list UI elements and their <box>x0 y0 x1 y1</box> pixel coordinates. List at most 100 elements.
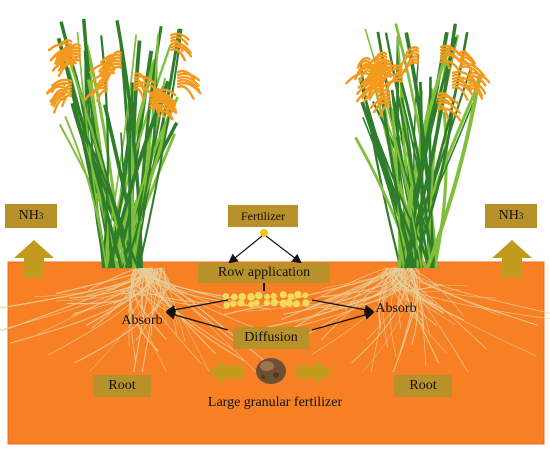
rice-panicle <box>372 101 391 114</box>
root-strand <box>276 267 414 332</box>
diffusion-right-arrow <box>296 360 332 384</box>
rice-panicle <box>400 52 420 66</box>
root-strand <box>405 267 424 322</box>
root-strand <box>392 267 418 373</box>
fertilizer-granule <box>294 291 302 298</box>
root-strand <box>406 267 421 333</box>
root-strand <box>125 267 158 324</box>
rice-panicle <box>96 89 109 103</box>
rice-panicle <box>170 32 190 41</box>
root-strand <box>390 267 469 373</box>
rice-panicle <box>98 59 122 73</box>
fertilizer-granule <box>263 299 270 307</box>
root-strand <box>48 267 149 356</box>
root-strand <box>69 267 142 299</box>
absorb-right-arrow-lower <box>311 310 375 331</box>
rice-panicle <box>133 84 154 97</box>
soil-layer <box>7 261 545 445</box>
absorb-right-label: Absorb <box>375 301 417 316</box>
rice-panicle <box>369 63 388 77</box>
rice-panicle <box>133 75 156 85</box>
fertilizer-granule <box>248 301 255 308</box>
rice-panicle <box>364 78 384 88</box>
fertilizer-granule <box>270 293 277 300</box>
fertilizer-granule <box>279 299 288 308</box>
rice-panicle <box>451 79 473 92</box>
fertilizer-granule <box>286 299 293 307</box>
rice-panicle <box>133 78 145 92</box>
root-strand <box>73 267 162 314</box>
nh3-left-up-arrow <box>14 240 54 278</box>
large-granular-label: Large granular fertilizer <box>207 395 343 410</box>
root-right-label: Root <box>394 375 452 397</box>
rice-panicle <box>451 76 478 87</box>
root-strand <box>55 267 154 295</box>
right-rice-plant <box>345 23 491 269</box>
rice-panicle <box>437 101 461 115</box>
rice-panicle <box>149 103 161 118</box>
absorb-left-label: Absorb <box>121 313 163 328</box>
fertilizer-granule <box>279 291 287 299</box>
root-strand <box>320 267 403 309</box>
rice-leaf <box>84 135 130 269</box>
rice-panicle <box>439 59 462 74</box>
absorb-right-arrow-upper <box>311 299 375 315</box>
rice-panicle <box>170 44 193 58</box>
row-application-label: Row application <box>198 263 330 283</box>
root-strand <box>280 267 396 321</box>
fertilizer-granule <box>222 293 229 300</box>
fertilizer-granule <box>253 299 260 307</box>
root-strand <box>130 267 167 340</box>
rice-panicle <box>377 88 391 97</box>
rice-leaf <box>121 133 176 269</box>
fertilizer-label: Fertilizer <box>228 205 298 227</box>
rice-leaf <box>362 116 407 269</box>
rice-panicle <box>345 72 371 85</box>
rice-panicle <box>176 85 195 100</box>
fertilizer-arrow-right <box>265 235 302 264</box>
rice-panicle <box>95 77 109 88</box>
root-strand <box>262 267 398 329</box>
right-root-system <box>223 267 550 373</box>
left-rice-plant <box>46 18 202 269</box>
diffusion-label: Diffusion <box>233 327 309 349</box>
rice-panicle <box>376 66 388 80</box>
fertilizer-granule <box>223 301 231 309</box>
rice-panicle <box>83 86 109 102</box>
root-strand <box>87 267 141 291</box>
rice-panicle <box>90 83 109 98</box>
rice-panicle <box>437 94 460 106</box>
rice-panicle <box>369 98 391 109</box>
rice-panicle <box>451 70 476 82</box>
rice-panicle <box>101 62 122 77</box>
root-strand <box>34 267 149 298</box>
rice-leaf <box>124 102 158 269</box>
nh3-right-up-arrow <box>492 240 532 278</box>
root-left-label: Root <box>93 375 151 397</box>
rice-leaf <box>131 34 160 269</box>
rice-panicle <box>58 87 73 100</box>
fertilizer-source-dot <box>260 229 268 237</box>
rice-leaf <box>64 50 127 269</box>
rice-panicle <box>170 48 187 62</box>
root-strand <box>67 267 150 305</box>
root-strand <box>140 267 225 310</box>
root-strand <box>143 267 178 338</box>
rice-panicle <box>170 41 192 55</box>
rice-panicle <box>105 65 122 82</box>
root-strand <box>321 267 401 298</box>
rice-panicle <box>70 55 82 69</box>
large-fertilizer-granule-icon <box>256 358 286 384</box>
fertilizer-granule <box>255 291 263 300</box>
rice-panicle <box>90 74 109 84</box>
rice-leaf <box>115 20 143 269</box>
rice-panicle <box>437 107 462 122</box>
absorb-left-arrow-upper <box>165 299 229 315</box>
rice-panicle <box>55 46 82 59</box>
rice-panicle <box>362 90 384 104</box>
fertilizer-granule <box>270 298 278 307</box>
rice-panicle <box>61 94 73 108</box>
rice-panicle <box>133 87 145 101</box>
